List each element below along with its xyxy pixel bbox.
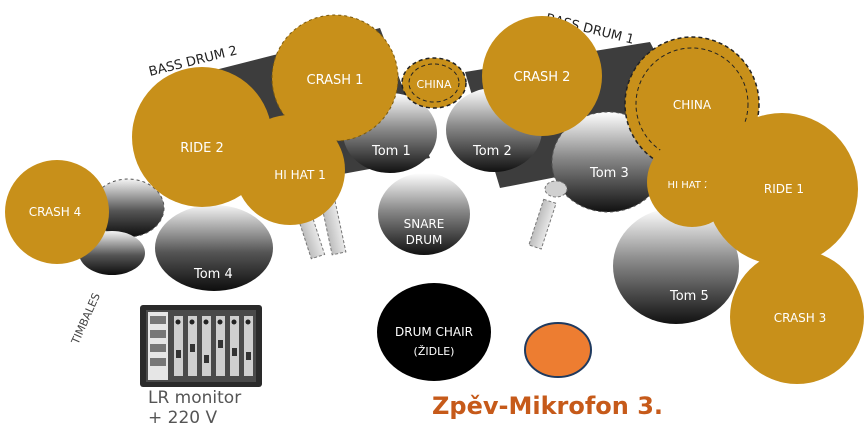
lr-monitor-line2: + 220 V	[148, 408, 218, 428]
tom-2-label: Tom 2	[472, 144, 512, 159]
lr-monitor-label: LR monitor + 220 V	[148, 388, 288, 428]
tom-4-drum	[155, 205, 273, 291]
crash-4-label: CRASH 4	[29, 205, 82, 219]
china-small-cymbal	[401, 57, 467, 109]
crash-3-label: CRASH 3	[774, 311, 827, 325]
drum-chair-label-line1: DRUM CHAIR	[395, 325, 473, 339]
lr-monitor-line1: LR monitor	[148, 388, 242, 408]
drum-chair-label-line2: (ŽIDLE)	[414, 345, 455, 358]
ride-1-cymbal	[706, 113, 858, 265]
snare-label-line1: SNARE	[404, 217, 445, 231]
china-large-label: CHINA	[673, 98, 712, 112]
tom-4-label: Tom 4	[193, 267, 233, 282]
ride-2-label: RIDE 2	[180, 141, 224, 156]
mixer-icon	[140, 305, 262, 387]
drum-chair	[377, 283, 491, 381]
crash-2-cymbal	[482, 16, 602, 136]
crash-3-cymbal	[730, 250, 864, 384]
snare-drum	[378, 173, 470, 255]
tom-5-drum	[613, 208, 739, 324]
hi-hat-1-cymbal	[235, 115, 345, 225]
china-small-inner-ring	[408, 63, 460, 103]
vocal-mic-label: Zpěv-Mikrofon 3.	[432, 392, 664, 420]
ride-1-label: RIDE 1	[764, 182, 804, 196]
hi-hat-2-label: HI HAT 2	[668, 180, 711, 191]
snare-label-line2: DRUM	[406, 233, 443, 247]
timbales-label: TIMBALES	[68, 291, 102, 347]
tom-1-label: Tom 1	[371, 144, 411, 159]
hi-hat-1-label: HI HAT 1	[274, 168, 325, 182]
vocal-microphone-marker	[524, 322, 592, 378]
crash-2-label: CRASH 2	[514, 70, 571, 85]
crash-1-label: CRASH 1	[307, 73, 364, 88]
crash-4-cymbal	[5, 160, 109, 264]
bass-drum-1-pedal-head	[544, 180, 568, 198]
tom-3-label: Tom 3	[589, 166, 629, 181]
china-small-label: CHINA	[417, 78, 452, 91]
tom-5-label: Tom 5	[669, 289, 709, 304]
bass-drum-1-pedal	[528, 198, 557, 250]
